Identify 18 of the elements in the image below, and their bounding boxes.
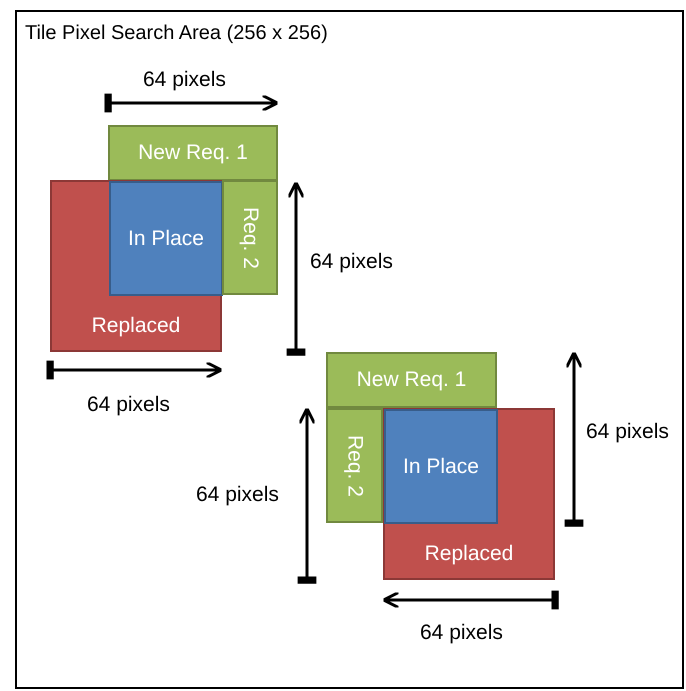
replaced-tile: [383, 408, 555, 580]
search-area-frame: [15, 10, 684, 689]
dimension-label: 64 pixels: [196, 483, 279, 507]
area-title: Tile Pixel Search Area (256 x 256): [25, 22, 328, 45]
request-tile: New Req. 1: [326, 352, 497, 408]
replaced-tile: [50, 180, 222, 352]
tile-label: Replaced: [424, 542, 514, 566]
dimension-label: 64 pixels: [310, 250, 393, 274]
in-place-tile: In Place: [384, 409, 498, 524]
dimension-label: 64 pixels: [420, 621, 503, 645]
request-tile: Req. 2: [222, 180, 278, 295]
dimension-label: 64 pixels: [586, 420, 669, 444]
dimension-label: 64 pixels: [87, 393, 170, 417]
request-tile: Req. 2: [326, 408, 383, 523]
tile-label: Replaced: [90, 314, 182, 338]
dimension-label: 64 pixels: [143, 68, 226, 92]
request-tile: New Req. 1: [108, 125, 278, 181]
in-place-tile: In Place: [109, 181, 223, 296]
